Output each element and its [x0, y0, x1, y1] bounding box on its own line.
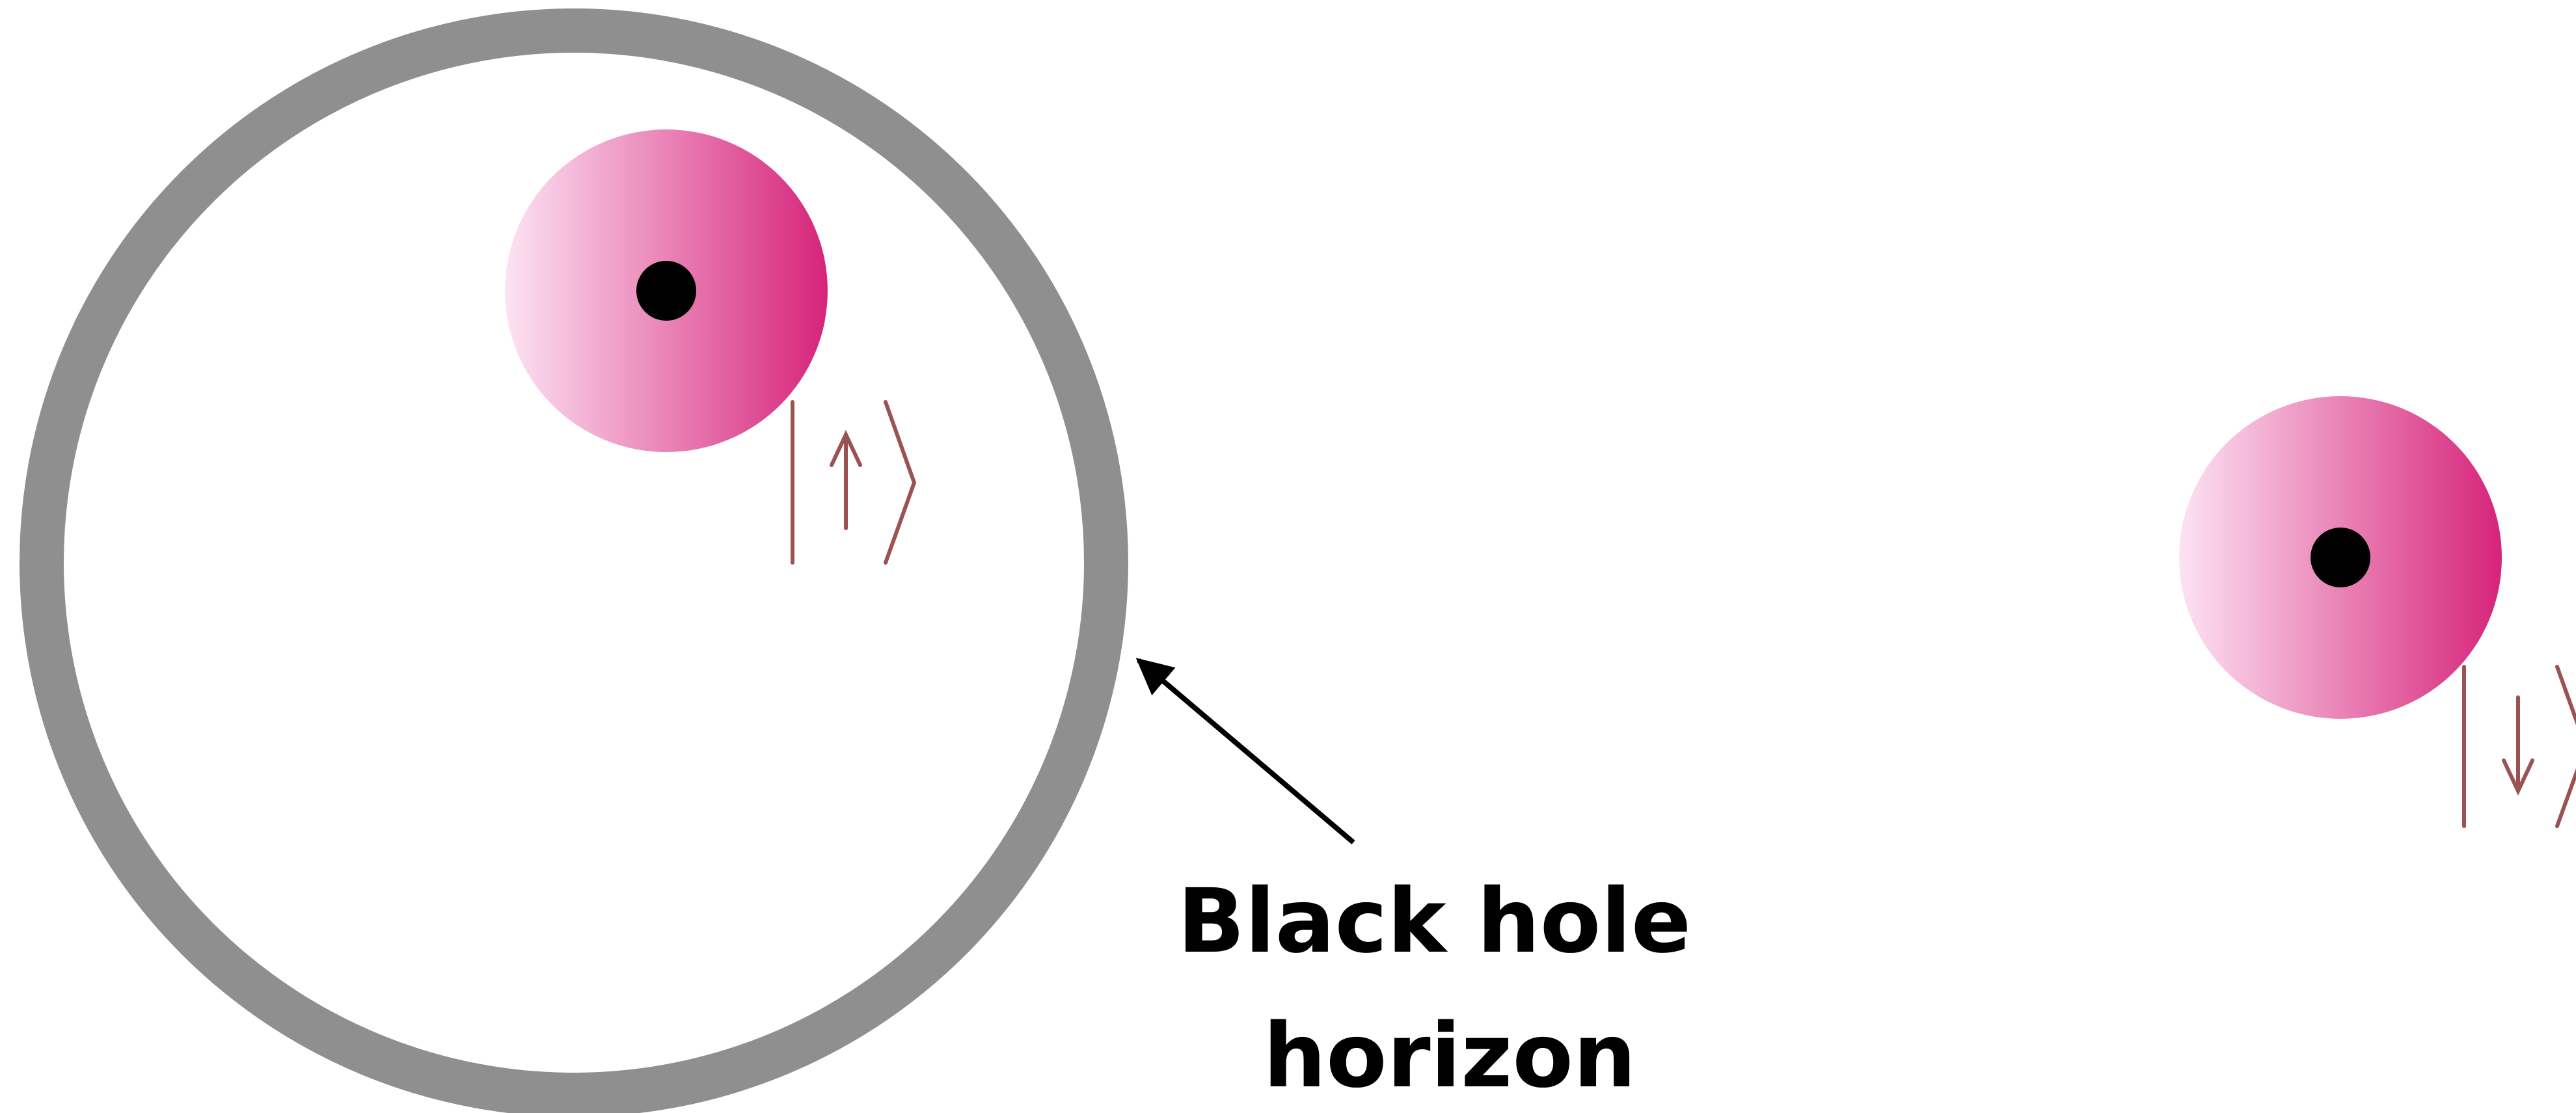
horizon-label-line2: horizon — [1263, 1005, 1636, 1108]
particle-inside — [505, 129, 828, 452]
ket-angle — [2557, 667, 2576, 826]
particle-outside — [2179, 396, 2502, 719]
horizon-label-line1: Black hole — [1178, 870, 1692, 973]
particle-inside-nucleus — [636, 261, 696, 321]
particle-outside-nucleus — [2311, 528, 2370, 587]
horizon-arrow — [1139, 660, 1353, 842]
horizon-label: Black hole horizon — [1178, 870, 1722, 1108]
spin-down-ket — [2464, 667, 2576, 826]
spin-up-ket — [793, 402, 914, 563]
ket-angle — [886, 402, 914, 563]
